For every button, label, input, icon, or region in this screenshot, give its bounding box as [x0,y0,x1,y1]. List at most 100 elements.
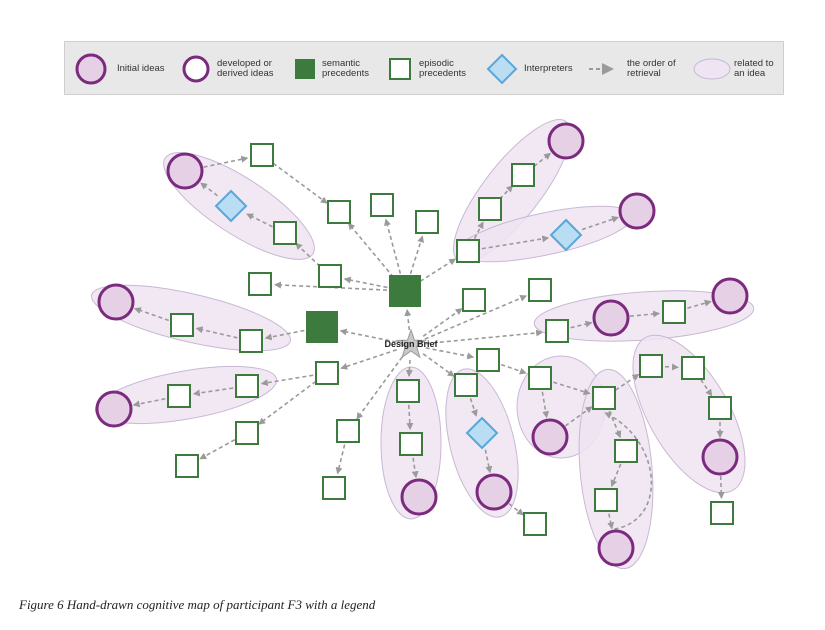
retrieval-arrow-18 [339,328,397,343]
retrieval-arrow-14 [499,185,514,200]
retrieval-arrow-9 [347,222,395,278]
episodic-precedent-e24 [399,432,423,456]
episodic-precedent-e10 [511,163,535,187]
figure-caption: Figure 6 Hand-drawn cognitive map of par… [19,597,376,612]
episodic-precedent-e35 [594,488,618,512]
design-brief-label: Design Brief [384,339,438,349]
retrieval-arrow-49 [664,363,680,371]
related-ellipse-10 [578,368,654,570]
episodic-precedent-e27 [523,512,547,536]
episodic-precedent-e36 [710,501,734,525]
design-brief-star-icon [395,328,427,359]
episodic-precedent-e6 [318,264,342,288]
retrieval-arrow-6 [404,308,412,331]
semantic-precedent-s1 [389,275,421,307]
episodic-precedent-e25 [476,348,500,372]
retrieval-arrow-34 [356,356,403,420]
episodic-precedent-e28 [528,366,552,390]
episodic-precedent-square-icon [389,58,411,80]
episodic-precedent-e19 [235,421,259,445]
episodic-precedent-e26 [454,373,478,397]
retrieval-arrow-1 [203,155,249,168]
retrieval-arrow-7 [343,276,388,289]
retrieval-arrow-40 [469,398,478,417]
retrieval-arrow-28 [340,348,398,370]
semantic-precedent-square-icon [295,59,315,79]
legend-label-initial-ideas: Initial ideas [117,63,165,74]
episodic-precedent-e14 [170,313,194,337]
episodic-precedent-e5 [273,221,297,245]
episodic-precedent-e11 [462,288,486,312]
interpreter-d2 [549,218,583,252]
retrieval-arrow-26 [629,310,661,318]
legend-label-interpreters: Interpreters [524,63,573,74]
episodic-precedent-e8 [456,239,480,263]
episodic-precedent-e32 [708,396,732,420]
legend-label-related-to-idea: related to an idea [734,58,774,79]
episodic-precedent-e2 [327,200,351,224]
episodic-precedent-e12 [528,278,552,302]
idea-circle-i10 [531,418,569,456]
semantic-precedent-s2 [306,311,338,343]
retrieval-arrow-13 [473,221,484,239]
idea-circle-i5 [711,277,749,315]
retrieval-arrow-23 [422,308,463,337]
retrieval-arrow-41 [484,449,493,474]
episodic-precedent-e23 [396,379,420,403]
retrieval-arrow-35 [335,444,346,475]
retrieval-arrow-12 [419,258,457,283]
retrieval-arrow-54 [610,463,622,488]
episodic-precedent-e31 [681,356,705,380]
retrieval-arrow-53 [608,410,622,439]
idea-circle-i3 [618,192,656,230]
retrieval-arrow-15 [533,152,552,167]
legend: Initial ideas developed or derived ideas… [64,41,784,95]
idea-circle-i8 [400,478,438,516]
idea-circle-i2 [547,122,585,160]
episodic-precedent-e16 [167,384,191,408]
episodic-precedent-e30 [639,354,663,378]
interpreter-d1 [214,189,248,223]
idea-circle-i7 [95,390,133,428]
retrieval-arrow-32 [258,380,317,425]
episodic-precedent-e33 [662,300,686,324]
retrieval-arrow-42 [508,503,524,516]
episodic-precedent-e18 [315,361,339,385]
legend-label-semantic-precedents: semantic precedents [322,58,370,79]
interpreter-d3 [465,416,499,450]
retrieval-arrow-31 [132,397,166,408]
retrieval-arrow-29 [260,374,314,387]
episodic-precedent-e34 [614,439,638,463]
initial-idea-circle-icon [75,53,107,85]
retrieval-arrow-2 [272,162,328,204]
retrieval-arrow-36 [405,359,413,378]
retrieval-arrow-11 [409,235,424,275]
idea-circle-i6 [592,299,630,337]
episodic-precedent-e13 [545,319,569,343]
retrieval-arrow-39 [422,353,455,377]
idea-circle-i4 [97,283,135,321]
episodic-precedent-e1 [250,143,274,167]
idea-circle-i9 [475,473,513,511]
retrieval-arrow-25 [570,320,593,329]
episodic-precedent-e7 [248,272,272,296]
retrieval-arrow-22 [424,295,528,340]
retrieval-arrow-10 [384,218,402,274]
retrieval-arrow-50 [700,379,713,397]
retrieval-arrow-3 [246,213,273,228]
episodic-precedent-e22 [322,476,346,500]
episodic-precedent-e17 [235,374,259,398]
retrieval-arrow-43 [425,347,475,360]
legend-label-derived-ideas: developed or derived ideas [217,58,274,79]
retrieval-arrow-33 [199,439,236,460]
episodic-precedent-e9 [478,197,502,221]
legend-label-order-of-retrieval: the order of retrieval [627,58,676,79]
legend-label-episodic-precedents: episodic precedents [419,58,467,79]
retrieval-arrow-55 [607,513,615,530]
episodic-precedent-e3 [370,193,394,217]
retrieval-arrow-47 [564,406,593,427]
episodic-precedent-e15 [239,329,263,353]
retrieval-arrow-17 [581,216,620,231]
retrieval-arrow-48 [615,373,640,391]
